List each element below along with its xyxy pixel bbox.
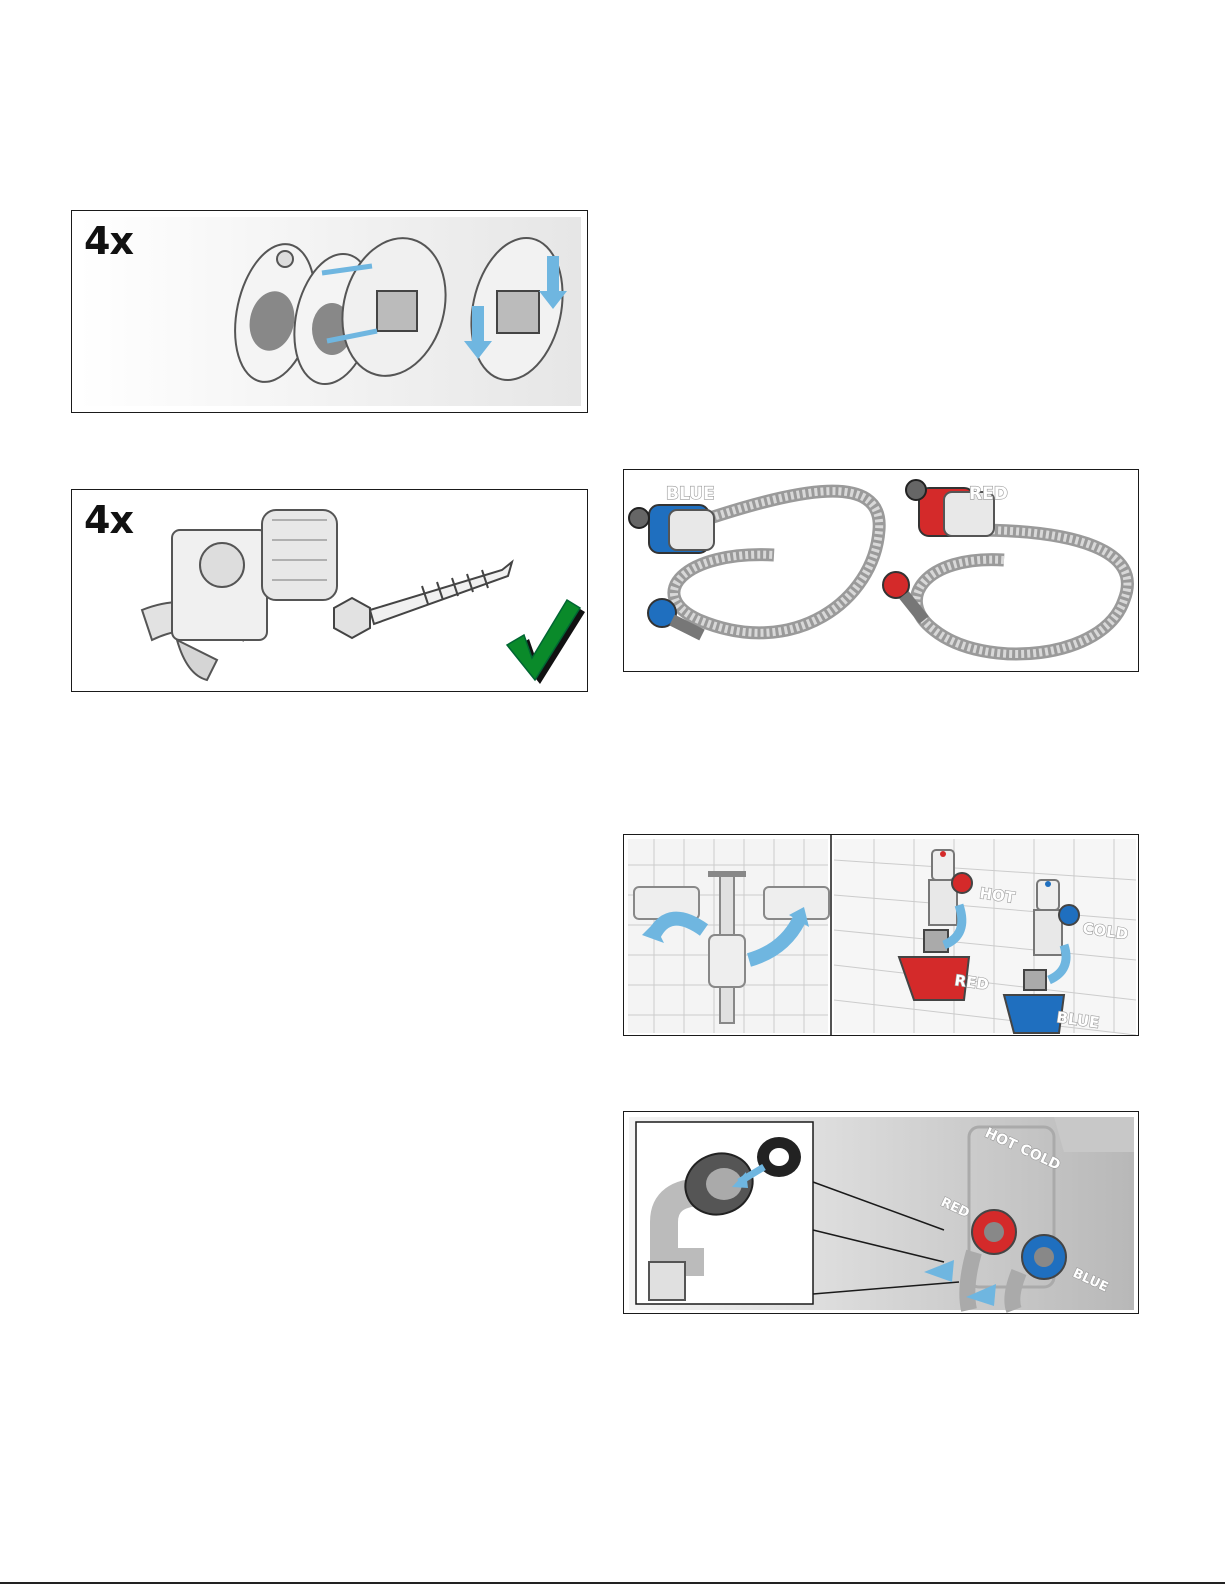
red-hose-icon <box>883 480 1127 654</box>
fixings-panel: 4x <box>71 489 588 692</box>
wall-plate-panel: 4x <box>71 210 588 413</box>
quantity-label: 4x <box>84 498 133 542</box>
blue-hose-icon <box>629 491 879 635</box>
fixings-illustration <box>72 490 588 692</box>
blue-label: BLUE <box>666 484 715 504</box>
screw-icon <box>334 562 512 638</box>
checkmark-icon <box>507 600 585 684</box>
quantity-label: 4x <box>84 219 133 263</box>
anti-tip-bracket-icon <box>142 510 337 680</box>
hoses-panel: BLUE RED <box>623 469 1139 672</box>
taps-illustration: HOT COLD RED BLUE <box>624 835 1139 1036</box>
wall-plate-illustration <box>72 211 588 413</box>
footer-rule <box>0 1582 1225 1584</box>
machine-inlet-panel: HOT COLD RED BLUE <box>623 1111 1139 1314</box>
machine-inlet-illustration: HOT COLD RED BLUE <box>624 1112 1139 1314</box>
hoses-illustration: BLUE RED <box>624 470 1139 672</box>
taps-panel: HOT COLD RED BLUE <box>623 834 1139 1036</box>
red-label: RED <box>969 484 1008 504</box>
